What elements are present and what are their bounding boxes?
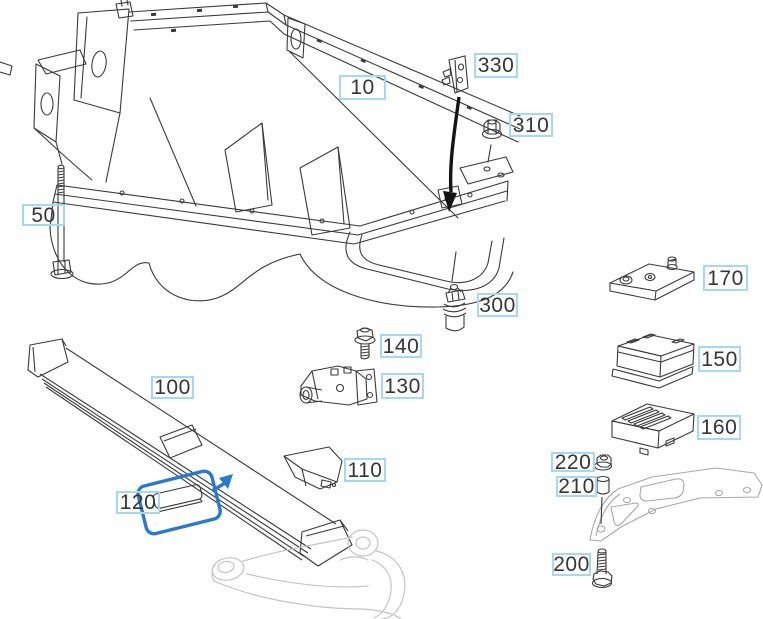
callout-50[interactable]: 50 <box>22 204 65 226</box>
callout-220[interactable]: 220 <box>551 450 595 474</box>
callout-160-label: 160 <box>700 416 738 439</box>
flange-nut-220-drawing <box>593 454 613 471</box>
spacer-sleeve-210-drawing <box>596 475 610 525</box>
callout-220-label: 220 <box>554 450 592 474</box>
wedge-bracket-110-drawing <box>283 446 343 490</box>
callout-100[interactable]: 100 <box>151 376 194 399</box>
callout-130-label: 130 <box>384 374 421 398</box>
selection-highlight-frame <box>136 469 233 536</box>
callout-120[interactable]: 120 <box>116 491 160 514</box>
callout-140[interactable]: 140 <box>380 334 422 358</box>
callout-210-label: 210 <box>558 475 595 498</box>
battery-150-drawing <box>611 333 695 389</box>
flange-bolt-140-drawing <box>354 327 376 360</box>
callout-170-label: 170 <box>707 266 744 290</box>
callout-110-label: 110 <box>347 458 383 482</box>
selection-arrow-head <box>219 474 233 489</box>
callout-150-label: 150 <box>701 347 738 371</box>
callout-160[interactable]: 160 <box>697 415 741 440</box>
callout-210[interactable]: 210 <box>556 476 597 497</box>
callout-310-label: 310 <box>512 113 550 137</box>
callout-170[interactable]: 170 <box>703 265 748 291</box>
vented-cover-160-drawing <box>611 403 695 456</box>
callout-200[interactable]: 200 <box>552 553 591 576</box>
callout-150[interactable]: 150 <box>698 346 741 372</box>
callout-330-label: 330 <box>477 54 515 77</box>
callout-300[interactable]: 300 <box>477 293 518 317</box>
control-arm-drawing <box>211 529 406 619</box>
flange-nut-310-drawing <box>481 119 503 140</box>
callout-130[interactable]: 130 <box>381 373 424 399</box>
tab-bracket-330-drawing <box>441 55 469 94</box>
mount-plate-170-drawing <box>609 256 695 301</box>
callout-10-label: 10 <box>350 76 375 99</box>
callout-100-label: 100 <box>154 376 191 399</box>
callout-50-label: 50 <box>31 203 56 227</box>
callout-310[interactable]: 310 <box>509 113 553 137</box>
callout-300-label: 300 <box>479 293 516 317</box>
flange-bolt-200-drawing <box>591 548 613 589</box>
callout-110[interactable]: 110 <box>344 458 386 482</box>
chassis-frame-drawing <box>0 0 521 308</box>
callout-330[interactable]: 330 <box>474 53 518 78</box>
callout-10[interactable]: 10 <box>339 75 386 100</box>
install-arrow-330 <box>443 96 461 212</box>
bracket-130-drawing <box>299 365 378 406</box>
long-bolt-50-drawing <box>50 164 74 280</box>
support-bracket-plate-drawing <box>589 467 763 542</box>
callout-140-label: 140 <box>382 334 420 358</box>
wear-pad-120-drawing[interactable] <box>152 484 204 513</box>
callout-120-label: 120 <box>119 491 157 514</box>
leaf-spring-100-drawing <box>27 338 353 567</box>
rubber-buffer-300-drawing <box>442 283 467 332</box>
callout-200-label: 200 <box>553 553 590 576</box>
